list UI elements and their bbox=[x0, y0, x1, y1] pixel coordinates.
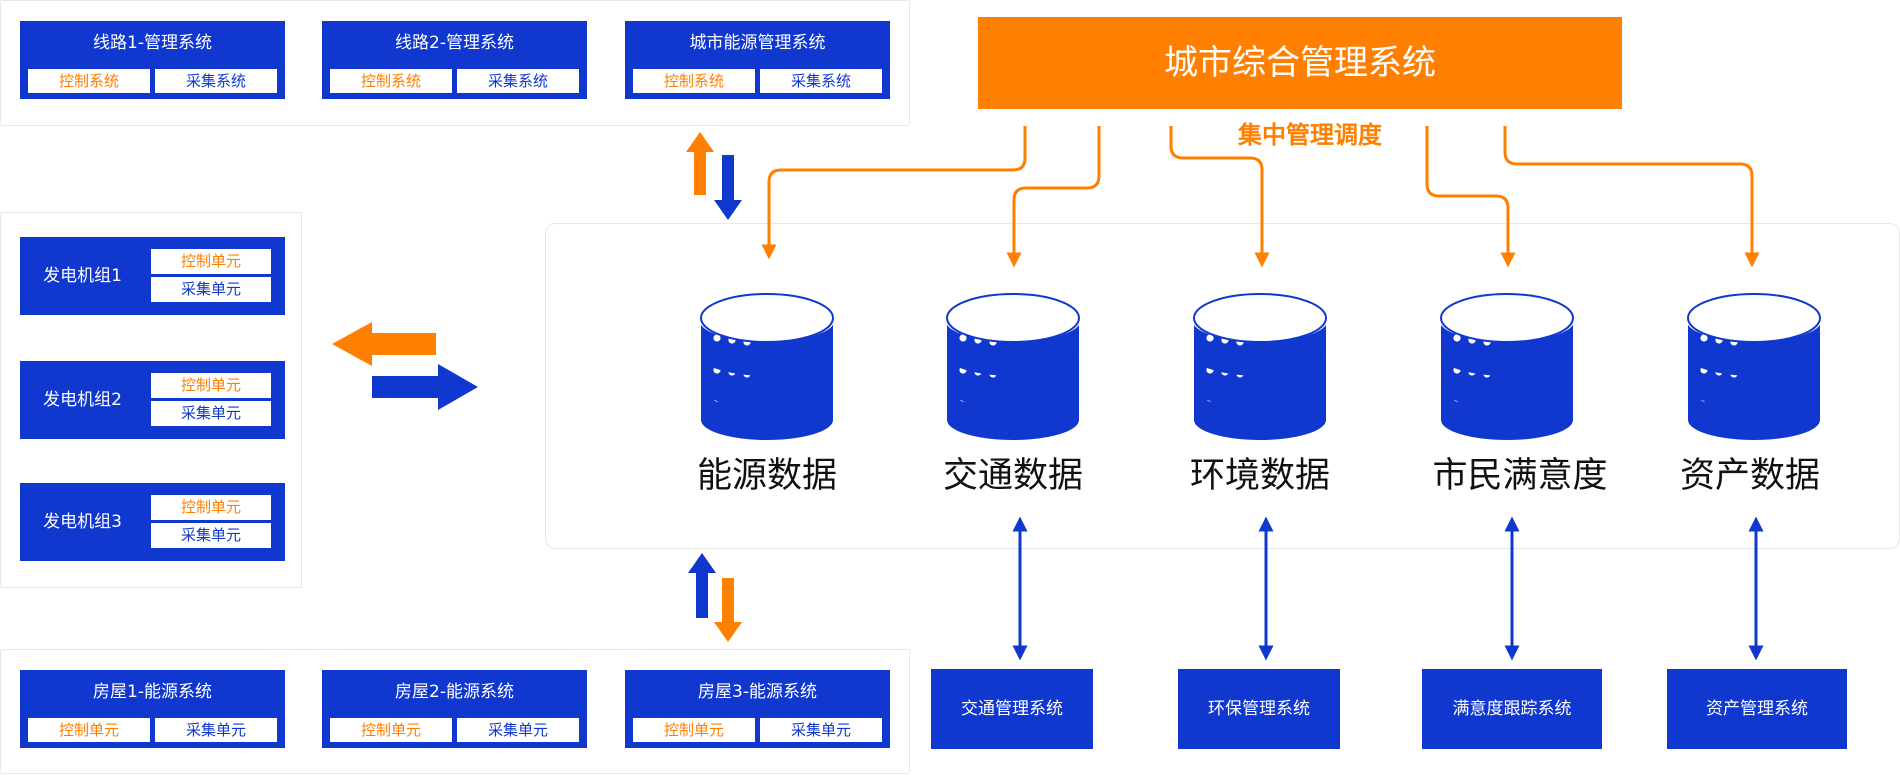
collection-system-label: 采集系统 bbox=[760, 69, 882, 93]
house-title: 房屋3-能源系统 bbox=[698, 682, 817, 702]
environmental-management-system: 环保管理系统 bbox=[1178, 669, 1340, 749]
database-label-environment: 环境数据 bbox=[1189, 456, 1330, 496]
database-icon bbox=[1439, 293, 1575, 440]
control-unit-label: 控制单元 bbox=[28, 718, 150, 742]
satisfaction-tracking-system: 满意度跟踪系统 bbox=[1422, 669, 1602, 749]
database-label-asset: 资产数据 bbox=[1679, 456, 1820, 496]
house-title: 房屋1-能源系统 bbox=[93, 682, 212, 702]
line1-management-system: 线路1-管理系统 控制系统 采集系统 bbox=[20, 21, 285, 99]
database-label-energy: 能源数据 bbox=[696, 456, 837, 496]
collection-unit-label: 采集单元 bbox=[760, 718, 882, 742]
generator-title: 发电机组1 bbox=[43, 266, 122, 286]
control-unit-label: 控制单元 bbox=[330, 718, 452, 742]
dispatch-connector bbox=[1425, 126, 1516, 268]
dispatch-connector bbox=[1169, 126, 1270, 268]
house1-energy-system: 房屋1-能源系统 控制单元 采集单元 bbox=[20, 670, 285, 748]
control-unit-label: 控制单元 bbox=[633, 718, 755, 742]
central-management-banner: 城市综合管理系统 bbox=[978, 17, 1622, 109]
dispatch-connector bbox=[761, 126, 1027, 260]
generator-title: 发电机组3 bbox=[43, 512, 122, 532]
system-title: 线路1-管理系统 bbox=[93, 33, 212, 53]
traffic-management-system: 交通管理系统 bbox=[931, 669, 1093, 749]
database-icon bbox=[945, 293, 1081, 440]
system-title: 城市能源管理系统 bbox=[689, 33, 826, 53]
right-arrow-icon bbox=[372, 364, 478, 410]
line2-management-system: 线路2-管理系统 控制系统 采集系统 bbox=[322, 21, 587, 99]
down-arrow-icon bbox=[714, 578, 742, 642]
system-title: 线路2-管理系统 bbox=[395, 33, 514, 53]
generator-unit-1: 发电机组1 控制单元 采集单元 bbox=[20, 237, 285, 315]
collection-unit-label: 采集单元 bbox=[151, 523, 271, 548]
control-system-label: 控制系统 bbox=[28, 69, 150, 93]
down-arrow-icon bbox=[714, 155, 742, 220]
collection-unit-label: 采集单元 bbox=[151, 277, 271, 302]
up-arrow-icon bbox=[688, 553, 716, 618]
collection-system-label: 采集系统 bbox=[457, 69, 579, 93]
control-system-label: 控制系统 bbox=[633, 69, 755, 93]
collection-unit-label: 采集单元 bbox=[457, 718, 579, 742]
up-arrow-icon bbox=[686, 132, 714, 195]
control-unit-label: 控制单元 bbox=[151, 249, 271, 274]
control-system-label: 控制系统 bbox=[330, 69, 452, 93]
generator-unit-2: 发电机组2 控制单元 采集单元 bbox=[20, 361, 285, 439]
house3-energy-system: 房屋3-能源系统 控制单元 采集单元 bbox=[625, 670, 890, 748]
database-icon bbox=[699, 293, 835, 440]
left-arrow-icon bbox=[332, 322, 436, 366]
house-title: 房屋2-能源系统 bbox=[395, 682, 514, 702]
asset-management-system: 资产管理系统 bbox=[1667, 669, 1847, 749]
generator-unit-3: 发电机组3 控制单元 采集单元 bbox=[20, 483, 285, 561]
database-icon bbox=[1686, 293, 1822, 440]
generator-title: 发电机组2 bbox=[43, 390, 122, 410]
dispatch-connector bbox=[1503, 126, 1760, 268]
house2-energy-system: 房屋2-能源系统 控制单元 采集单元 bbox=[322, 670, 587, 748]
database-icon bbox=[1192, 293, 1328, 440]
collection-system-label: 采集系统 bbox=[155, 69, 277, 93]
database-label-traffic: 交通数据 bbox=[942, 456, 1083, 496]
city-energy-management-system: 城市能源管理系统 控制系统 采集系统 bbox=[625, 21, 890, 99]
dispatch-label: 集中管理调度 bbox=[1238, 121, 1382, 149]
dispatch-connector bbox=[1006, 126, 1101, 268]
database-label-satisfaction: 市民满意度 bbox=[1432, 456, 1608, 496]
control-unit-label: 控制单元 bbox=[151, 373, 271, 398]
collection-unit-label: 采集单元 bbox=[155, 718, 277, 742]
collection-unit-label: 采集单元 bbox=[151, 401, 271, 426]
control-unit-label: 控制单元 bbox=[151, 495, 271, 520]
